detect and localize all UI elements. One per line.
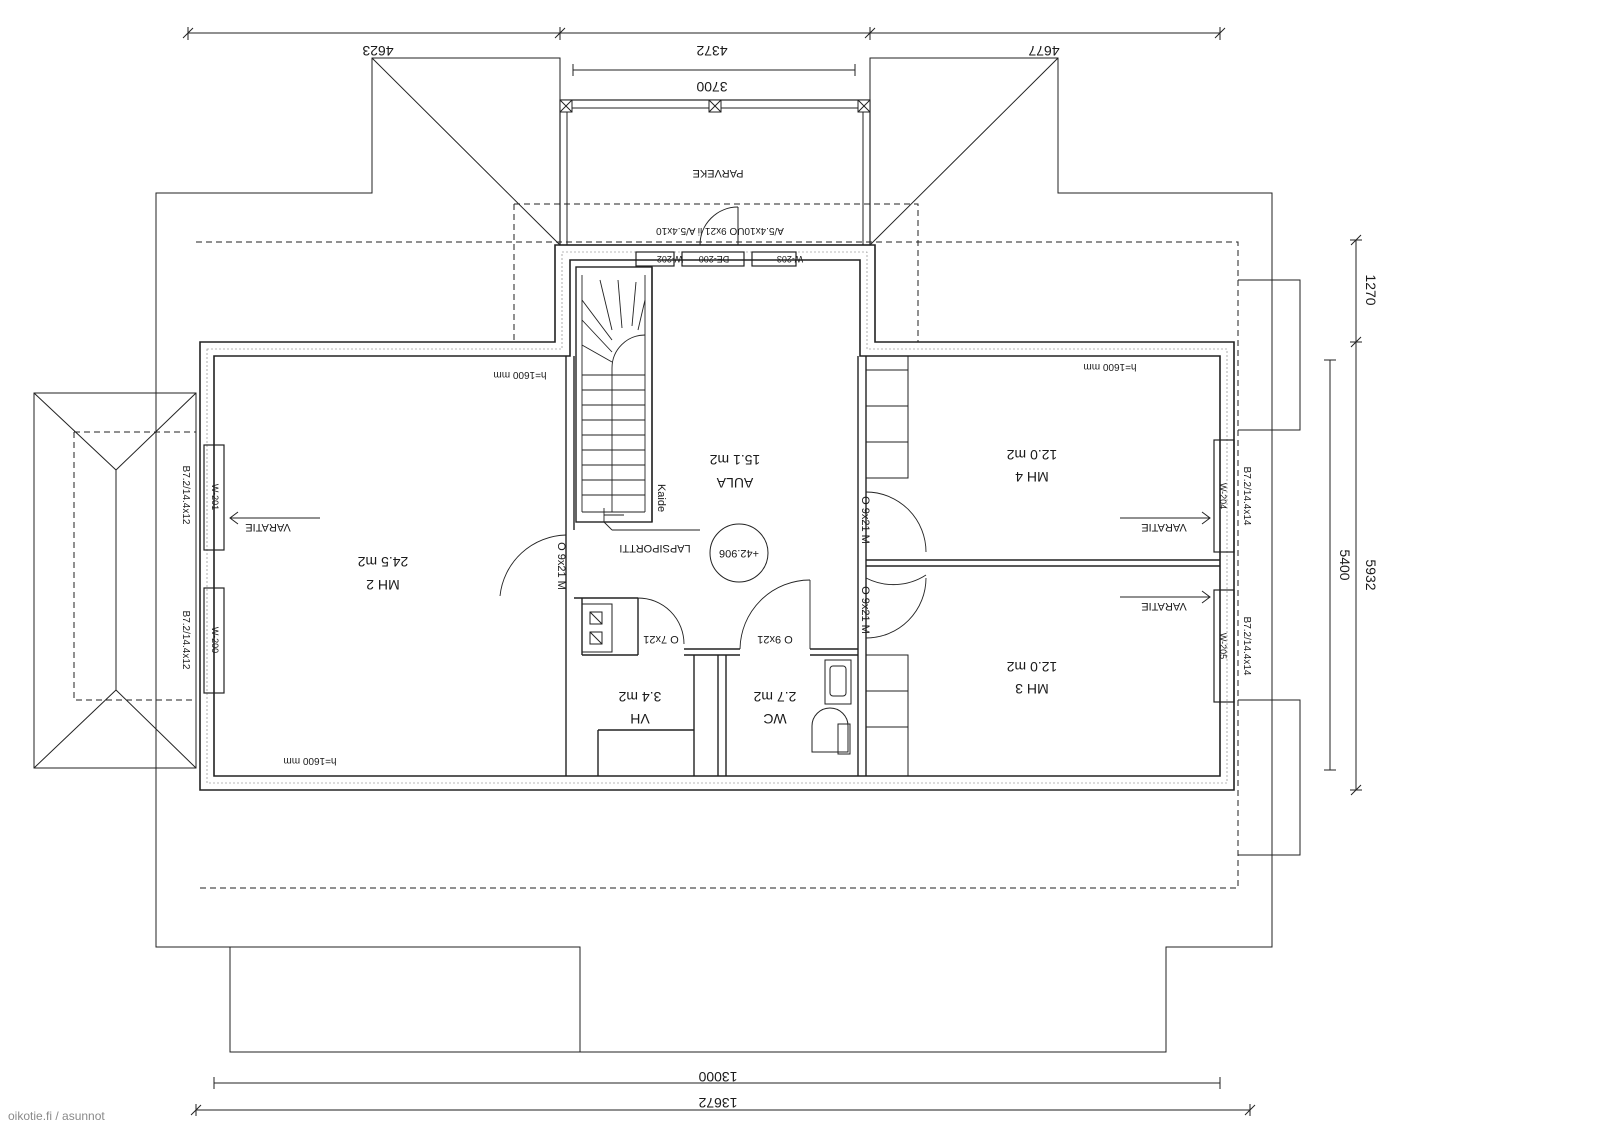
door-mh2: O 9x21 M	[555, 542, 567, 590]
window-tag-w200: W-200	[210, 627, 220, 653]
staircase	[581, 275, 700, 531]
wardrobes-mh3	[865, 654, 909, 776]
varatie-right-lower: VARATIE	[1141, 600, 1186, 612]
door-vh: O 7x21	[643, 633, 678, 645]
window-spec-left-lower: B7.2/14.4x12	[180, 611, 191, 670]
kaide-label: Kaide	[655, 484, 667, 512]
wall-insulation-hatch	[206, 251, 1228, 784]
dim-bottom-outer: 13672	[698, 1095, 737, 1111]
wc-fixtures	[811, 659, 852, 755]
room-wc-area: 2.7 m2	[753, 689, 796, 705]
dim-balcony: 3700	[696, 79, 727, 95]
balcony-dimension-line	[572, 64, 856, 76]
top-dimension-line	[182, 27, 1226, 40]
shower-fixture	[581, 603, 613, 653]
room-vh-area: 3.4 m2	[618, 689, 661, 705]
eaves-dashed-line	[73, 203, 1239, 889]
room-wc-name: WC	[763, 711, 786, 727]
door-mh3: O 9x21 M	[859, 586, 871, 634]
bottom-dimension-lines	[190, 1077, 1256, 1116]
watermark: oikotie.fi / asunnot	[8, 1109, 105, 1123]
dim-right-upper: 1270	[1363, 274, 1379, 305]
dim-bottom-inner: 13000	[698, 1069, 737, 1085]
varatie-left: VARATIE	[245, 521, 290, 533]
room-vh-name: VH	[630, 711, 649, 727]
door-spec-top: A/5.4x10UO 9x21 ii A/5.4x10	[656, 225, 784, 236]
window-spec-right-lower: B7.2/14.4x14	[1241, 617, 1252, 676]
room-mh4-area: 12.0 m2	[1006, 447, 1057, 463]
wardrobes-mh4	[865, 356, 909, 479]
height-mh4-top: h=1600 mm	[1083, 361, 1136, 372]
escape-arrows	[229, 511, 1211, 604]
window-tag-w201: W-201	[210, 484, 220, 510]
window-tag-de200: DE-200	[699, 254, 730, 264]
door-swings	[499, 491, 927, 650]
room-aula-area: 15.1 m2	[709, 452, 760, 468]
right-dimension-lines	[1324, 234, 1362, 796]
height-mh2-bottom: h=1600 mm	[283, 755, 336, 766]
lapsiportti-label: LAPSIPORTTI	[619, 542, 690, 554]
dim-top-2: 4372	[696, 43, 727, 59]
dim-top-3: 4677	[1028, 43, 1059, 59]
exterior-walls	[199, 244, 1235, 791]
room-aula-name: AULA	[716, 475, 753, 491]
room-mh4-name: MH 4	[1015, 469, 1049, 485]
room-mh2-area: 24.5 m2	[357, 554, 408, 570]
room-mh3-name: MH 3	[1015, 681, 1049, 697]
right-side-boxes	[1238, 279, 1301, 856]
room-mh2-name: MH 2	[366, 577, 400, 593]
balcony-label: PARVEKE	[693, 167, 744, 179]
level-marker	[709, 523, 769, 583]
balcony	[559, 99, 871, 246]
window-spec-right-upper: B7.2/14.4x14	[1241, 467, 1252, 526]
window-tag-w202: W-202	[657, 254, 683, 264]
window-tag-w203: W-203	[777, 254, 803, 264]
roof-outline	[33, 57, 1273, 1053]
window-tag-w204: W-204	[1218, 483, 1228, 509]
varatie-right-upper: VARATIE	[1141, 521, 1186, 533]
door-wc: O 9x21	[757, 633, 792, 645]
dim-right-outer: 5932	[1363, 559, 1379, 590]
windows	[203, 251, 1235, 703]
door-mh4: O 9x21 M	[859, 496, 871, 544]
height-mh2-top: h=1600 mm	[493, 369, 546, 380]
dim-right-inner: 5400	[1337, 549, 1353, 580]
room-mh3-area: 12.0 m2	[1006, 659, 1057, 675]
window-tag-w205: W-205	[1218, 633, 1228, 659]
dim-top-1: 4623	[362, 43, 393, 59]
interior-walls	[565, 266, 1220, 776]
window-spec-left-upper: B7.2/14.4x12	[180, 466, 191, 525]
level-label: +42.906	[719, 547, 759, 559]
